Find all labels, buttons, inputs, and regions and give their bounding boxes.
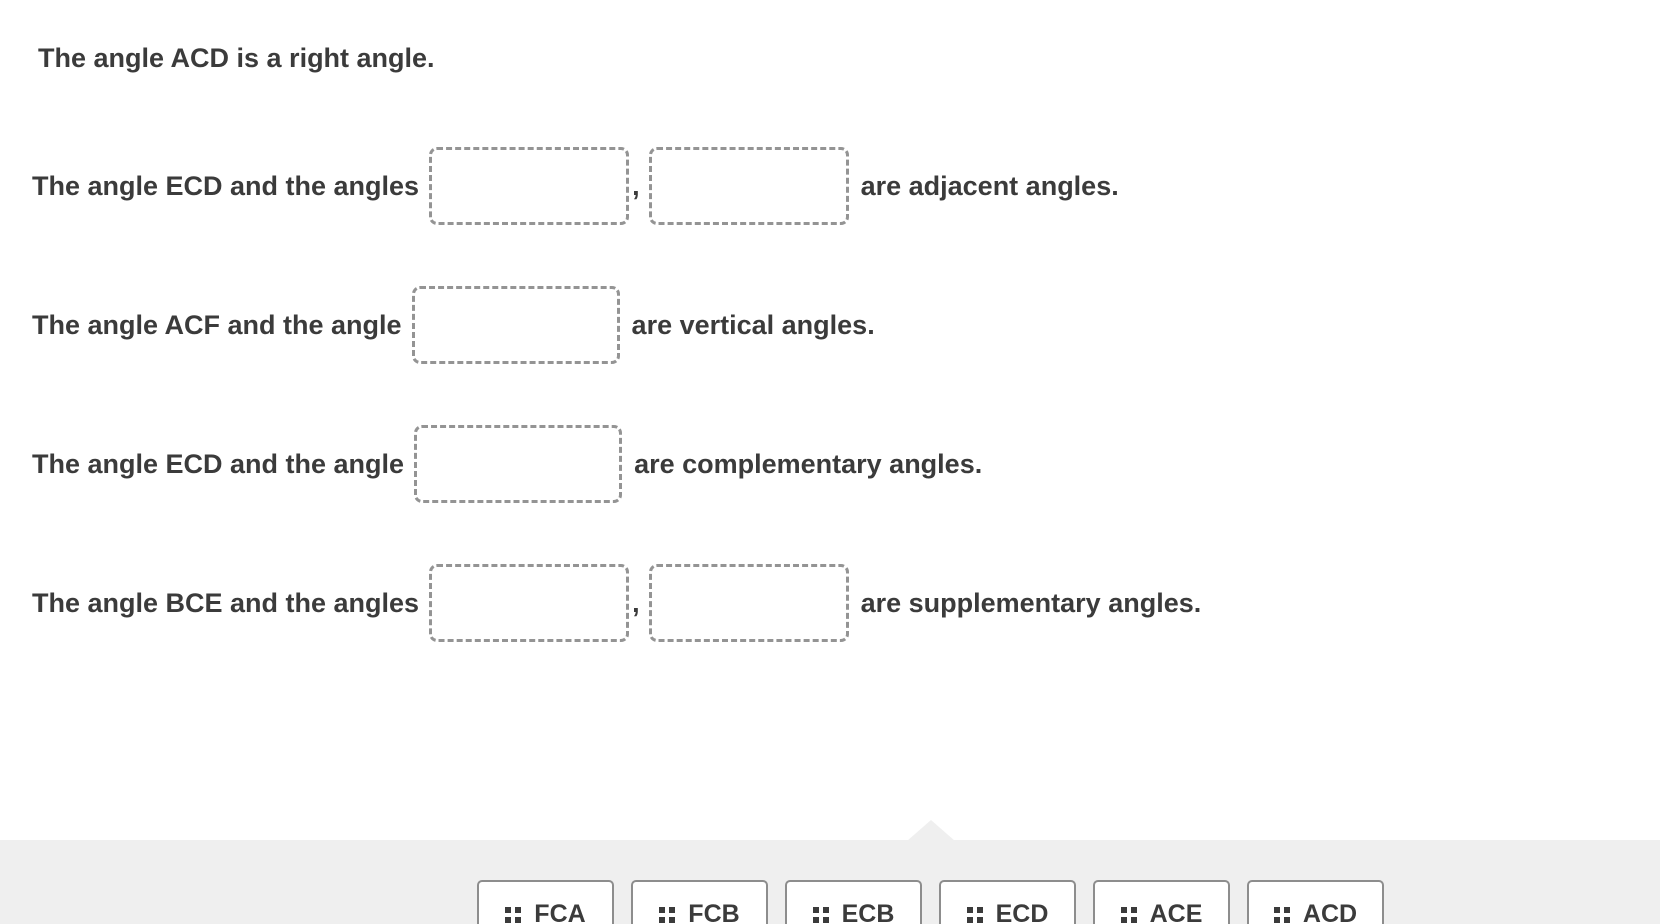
- question-title: The angle ACD is a right angle.: [38, 43, 435, 73]
- drop-zone[interactable]: [648, 564, 849, 643]
- sentence-prefix: The angle ECD and the angle: [32, 449, 405, 480]
- sentence-row-supplementary: The angle BCE and the angles , are suppl…: [32, 564, 1660, 643]
- sentence-row-adjacent: The angle ECD and the angles , are adjac…: [32, 147, 1660, 226]
- chip-row: FCA FCB ECB ECD ACE ACD: [477, 820, 1384, 924]
- answer-chip-fca[interactable]: FCA: [477, 880, 614, 924]
- comma-separator: ,: [632, 588, 640, 619]
- sentence-suffix: are vertical angles.: [631, 310, 875, 341]
- drop-zone[interactable]: [429, 564, 630, 643]
- chip-label: FCB: [688, 900, 740, 924]
- chip-label: ECB: [841, 900, 895, 924]
- drop-zone[interactable]: [411, 286, 620, 365]
- answer-chip-ecb[interactable]: ECB: [785, 880, 922, 924]
- sentence-row-vertical: The angle ACF and the angle are vertical…: [32, 286, 1660, 365]
- sentence-prefix: The angle ACF and the angle: [32, 310, 402, 341]
- drag-handle-icon: [1120, 906, 1137, 923]
- chip-label: ACD: [1302, 900, 1358, 924]
- chip-label: FCA: [534, 900, 586, 924]
- sentence-suffix: are adjacent angles.: [860, 171, 1119, 202]
- drag-handle-icon: [659, 906, 676, 923]
- sentence-prefix: The angle BCE and the angles: [32, 588, 420, 619]
- comma-separator: ,: [632, 171, 640, 202]
- chip-label: ACE: [1149, 900, 1203, 924]
- sentence-suffix: are supplementary angles.: [860, 588, 1202, 619]
- answer-chip-ecd[interactable]: ECD: [939, 880, 1076, 924]
- chip-label: ECD: [995, 900, 1049, 924]
- drag-handle-icon: [1273, 906, 1290, 923]
- drag-handle-icon: [505, 906, 522, 923]
- drag-handle-icon: [966, 906, 983, 923]
- tray-notch-triangle: [906, 820, 955, 841]
- sentence-prefix: The angle ECD and the angles: [32, 171, 420, 202]
- drag-handle-icon: [812, 906, 829, 923]
- drop-zone[interactable]: [648, 147, 849, 226]
- sentence-row-complementary: The angle ECD and the angle are compleme…: [32, 425, 1660, 504]
- answer-chip-fcb[interactable]: FCB: [631, 880, 768, 924]
- answer-chip-ace[interactable]: ACE: [1093, 880, 1230, 924]
- answer-tray: FCA FCB ECB ECD ACE ACD: [0, 820, 1660, 924]
- drop-zone[interactable]: [429, 147, 630, 226]
- answer-chip-acd[interactable]: ACD: [1247, 880, 1384, 924]
- question-page: The angle ACD is a right angle. The angl…: [0, 42, 1660, 924]
- sentence-suffix: are complementary angles.: [634, 449, 983, 480]
- drop-zone[interactable]: [414, 425, 623, 504]
